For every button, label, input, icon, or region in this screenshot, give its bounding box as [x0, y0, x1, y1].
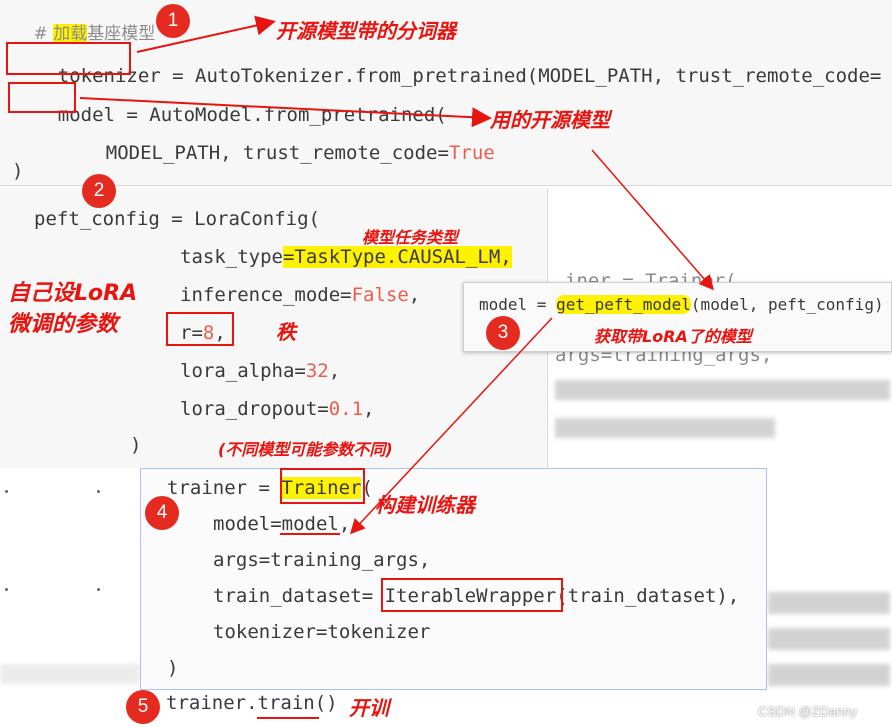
dot	[5, 490, 8, 493]
dropout-value: 0.1	[328, 398, 364, 420]
model-assign: = AutoModel.from_pretrained(	[114, 104, 447, 126]
peft-fn: get_peft_model	[556, 295, 691, 314]
annotation-train: 开训	[349, 696, 389, 720]
lora-line-7: )	[130, 434, 142, 456]
lora-line-5: lora_alpha=32,	[180, 362, 340, 381]
train-line: trainer.train()	[166, 694, 338, 713]
lora-line-4: r=8,	[180, 324, 226, 343]
comma: ,	[338, 513, 351, 535]
annotation-peft: 获取带LoRA了的模型	[594, 327, 752, 346]
code-line-tokenizer: tokenizer = AutoTokenizer.from_pretraine…	[12, 48, 882, 105]
true-literal: True	[448, 142, 495, 164]
blurred-text	[768, 628, 890, 650]
tokenizer-assign: = AutoTokenizer.from_pretrained(MODEL_PA…	[160, 65, 882, 87]
peft-line: model = get_peft_model(model, peft_confi…	[479, 295, 884, 314]
lora-line-2: task_type=TaskType.CAUSAL_LM,	[180, 246, 512, 268]
dot	[5, 588, 8, 591]
alpha-key: lora_alpha=	[180, 360, 306, 382]
r-key: r=	[180, 322, 203, 344]
comma: ,	[363, 398, 375, 420]
step-badge-2: 2	[82, 174, 116, 208]
blurred-text	[768, 664, 890, 686]
dropout-key: lora_dropout=	[180, 398, 329, 420]
alpha-value: 32	[305, 360, 329, 382]
annotation-tokenizer: 开源模型带的分词器	[276, 19, 456, 43]
code-line-args: MODEL_PATH, trust_remote_code=True	[60, 125, 495, 182]
iterable-wrapper: IterableWrapper	[384, 585, 557, 607]
dot	[97, 588, 100, 591]
iterable-wrapper-box	[381, 578, 563, 612]
dataset-key: train_dataset=	[213, 585, 385, 607]
code-line-close: )	[12, 160, 24, 182]
comma: ,	[214, 322, 226, 344]
model-value: model	[281, 513, 339, 535]
lora-line-6: lora_dropout=0.1,	[180, 400, 375, 419]
annotation-task-type: 模型任务类型	[362, 228, 459, 247]
annotation-params-differ: (不同模型可能参数不同)	[218, 440, 393, 459]
model-key: model=	[213, 513, 282, 535]
train-obj: trainer.	[166, 692, 258, 714]
blurred-text	[768, 592, 890, 614]
lora-line-3: inference_mode=False,	[180, 286, 420, 305]
annotation-rank: 秩	[276, 320, 296, 344]
watermark: CSDN @ZDanny	[758, 704, 858, 719]
inference-key: inference_mode=	[180, 284, 352, 306]
peft-pre: model =	[479, 295, 557, 314]
step-badge-1: 1	[156, 4, 190, 38]
trainer-line-4: train_dataset= IterableWrapper(train_dat…	[213, 587, 739, 606]
comment-highlight: 加载	[53, 24, 88, 44]
tokenizer-box	[6, 42, 131, 75]
blurred-text	[555, 418, 775, 438]
comma: ,	[328, 360, 341, 382]
trainer-line-6: )	[167, 657, 179, 679]
trainer-class-box	[280, 468, 365, 504]
r-box	[166, 312, 234, 346]
blurred-text	[555, 380, 890, 400]
comment-text: 基座模型	[87, 24, 156, 44]
step-badge-5: 5	[126, 690, 160, 724]
dot	[97, 490, 100, 493]
trainer-line-2: model=model,	[213, 515, 350, 534]
annotation-trainer: 构建训练器	[375, 493, 475, 517]
annotation-lora-2: 微调的参数	[8, 312, 119, 337]
step-badge-3: 3	[486, 316, 520, 350]
model-underline	[280, 533, 340, 535]
args-text: MODEL_PATH, trust_remote_code=	[105, 142, 449, 164]
model-box	[8, 82, 76, 113]
task-type-key: task_type	[180, 246, 283, 268]
trainer-assign: trainer =	[167, 477, 282, 499]
step-badge-4: 4	[145, 496, 179, 530]
trainer-class: Trainer	[281, 477, 362, 499]
trainer-line-3: args=training_args,	[213, 549, 431, 571]
train-underline	[257, 717, 319, 719]
task-type-value: =TaskType.CAUSAL_LM,	[282, 246, 512, 268]
annotation-lora-1: 自己设LoRA	[8, 281, 138, 306]
tokenizer-var: tokenizer	[57, 65, 161, 87]
r-value: 8	[202, 322, 215, 344]
trainer-line-5: tokenizer=tokenizer	[213, 621, 431, 643]
annotation-model: 用的开源模型	[490, 108, 610, 132]
peft-post: (model, peft_config)	[690, 295, 884, 314]
lora-line-1: peft_config = LoraConfig(	[34, 208, 320, 230]
comment-prefix: #	[33, 24, 54, 44]
train-call: ()	[314, 692, 338, 714]
blurred-text	[0, 664, 140, 684]
inference-value: False	[351, 284, 409, 306]
dataset-arg: (train_dataset),	[556, 585, 740, 607]
train-method: train	[257, 692, 315, 714]
comma: ,	[408, 284, 421, 306]
